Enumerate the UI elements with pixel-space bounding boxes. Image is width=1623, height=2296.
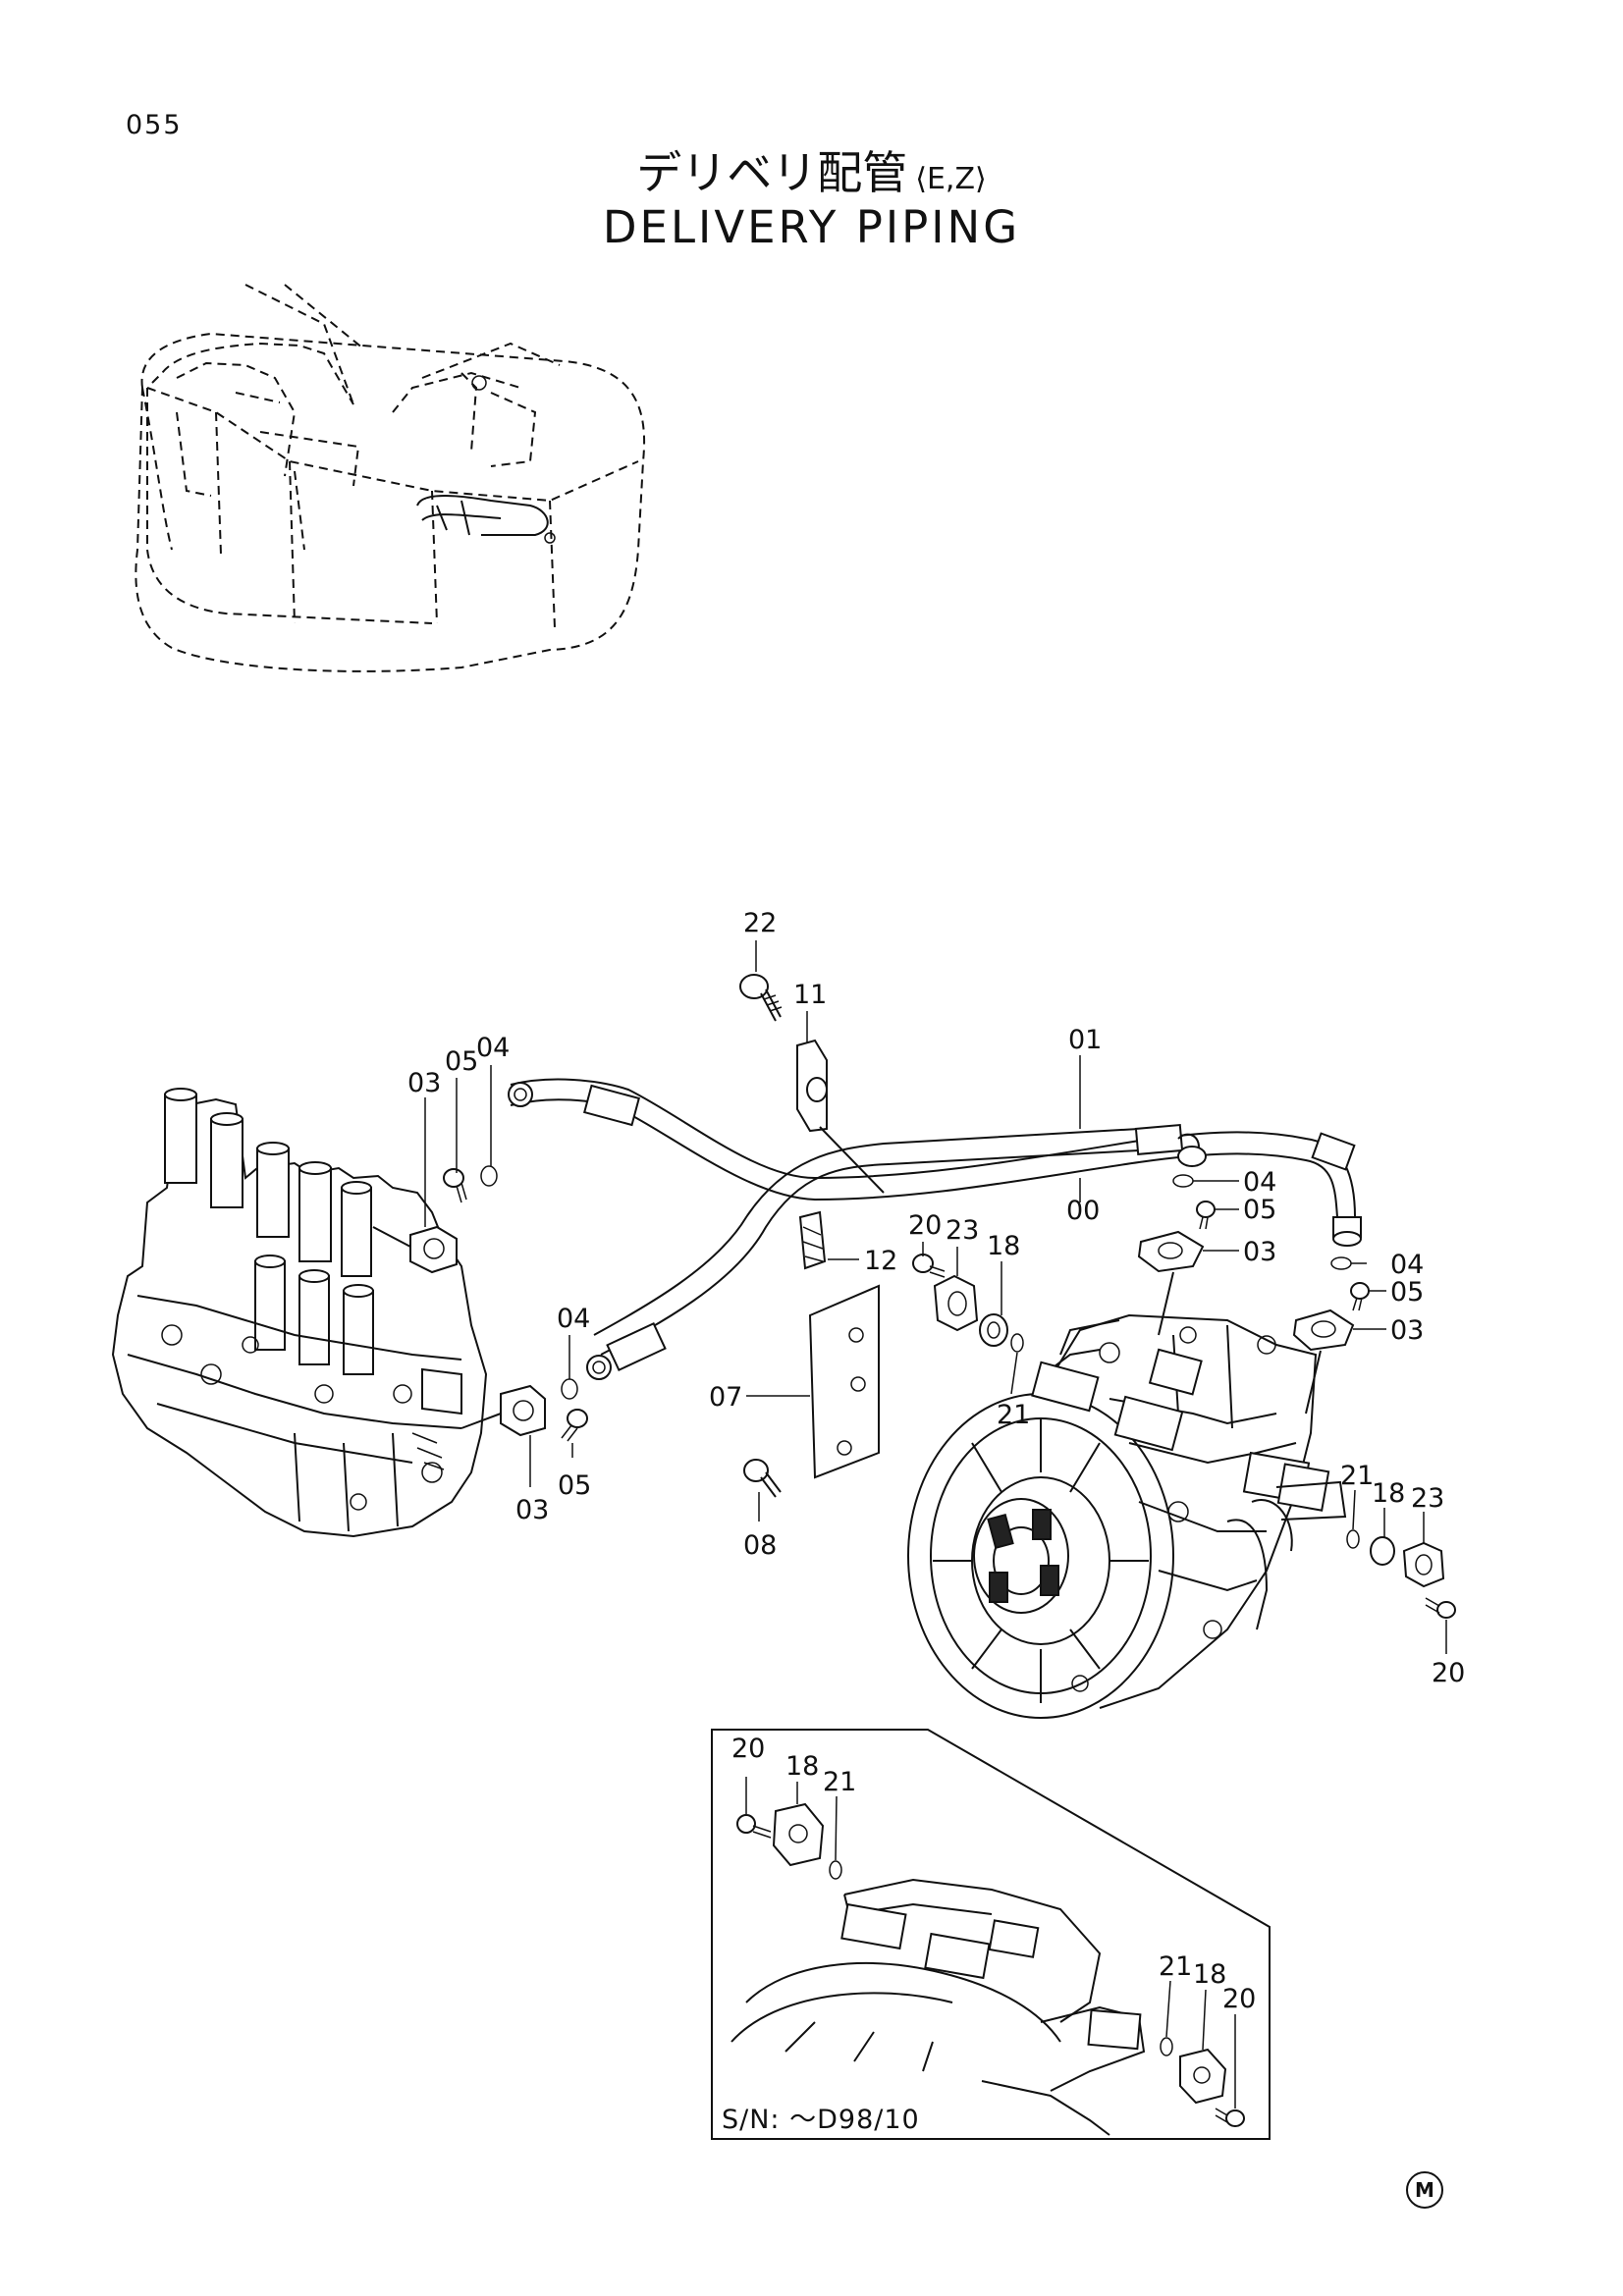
label-03-left-bottom: 03	[515, 1495, 549, 1525]
inset-label-20-a: 20	[731, 1734, 765, 1764]
label-03-right-b: 03	[1390, 1315, 1424, 1346]
label-18-mid: 18	[987, 1231, 1020, 1261]
hydraulic-pump-illustration	[907, 1313, 1347, 1719]
label-04-left-bottom: 04	[557, 1304, 590, 1334]
inset-label-21-a: 21	[823, 1767, 856, 1797]
label-11: 11	[793, 980, 827, 1010]
flange-03-left-bottom	[500, 1384, 546, 1437]
label-03-left-top: 03	[407, 1068, 441, 1098]
leader-lines	[424, 940, 1447, 1654]
page-title-japanese: デリベリ配管⟨E,Z⟩	[0, 137, 1623, 202]
inset-label-18-b: 18	[1193, 1959, 1226, 1990]
excavator-overview-illustration	[135, 284, 646, 672]
label-05-left-top: 05	[445, 1046, 478, 1077]
flange-03-left-top	[409, 1225, 458, 1274]
flange-23-mid	[933, 1274, 979, 1332]
label-00: 00	[1066, 1196, 1100, 1226]
label-04-left-top: 04	[476, 1033, 510, 1063]
hardware-parts	[372, 974, 1456, 1619]
label-21-right: 21	[1340, 1461, 1374, 1491]
flange-03-right-a	[1137, 1230, 1205, 1273]
label-05-right-b: 05	[1390, 1277, 1424, 1308]
label-22: 22	[743, 908, 777, 938]
inset-label-20-b: 20	[1222, 1984, 1256, 2014]
label-20-mid: 20	[908, 1210, 942, 1241]
page-number: 055	[126, 110, 183, 140]
label-08: 08	[743, 1530, 777, 1561]
control-valve-illustration	[111, 1088, 488, 1538]
corner-m-mark: M	[1406, 2171, 1443, 2209]
page-title-english: DELIVERY PIPING	[602, 201, 1021, 253]
label-20-right: 20	[1432, 1658, 1465, 1688]
label-05-left-bottom: 05	[558, 1470, 591, 1501]
bracket-07	[808, 1284, 880, 1479]
inset-serial-number: S/N: ～D98/10	[722, 2105, 920, 2135]
bolt-08	[743, 1459, 769, 1482]
label-07: 07	[709, 1382, 742, 1413]
label-21-mid: 21	[997, 1400, 1030, 1430]
adapter-18-mid	[979, 1313, 1008, 1347]
clamp-12	[798, 1210, 827, 1270]
label-04-right-b: 04	[1390, 1250, 1424, 1280]
flange-23-right	[1402, 1541, 1445, 1588]
inset-label-21-b: 21	[1159, 1951, 1192, 1982]
inset-label-18-a: 18	[785, 1751, 819, 1782]
title-jp-suffix: ⟨E,Z⟩	[915, 162, 987, 196]
title-jp-text: デリベリ配管	[636, 146, 908, 199]
label-03-right-a: 03	[1243, 1237, 1276, 1267]
flange-03-right-b	[1292, 1308, 1355, 1352]
label-04-right-a: 04	[1243, 1167, 1276, 1198]
delivery-pipes	[508, 1078, 1362, 1380]
label-01: 01	[1068, 1025, 1102, 1055]
inset-serial-variant	[711, 1729, 1271, 2140]
label-23-mid: 23	[946, 1215, 979, 1246]
label-18-right: 18	[1372, 1478, 1405, 1509]
bolt-22	[739, 974, 769, 999]
label-23-right: 23	[1411, 1483, 1444, 1514]
label-05-right-a: 05	[1243, 1195, 1276, 1225]
label-12: 12	[864, 1246, 897, 1276]
adapter-18-right	[1370, 1536, 1395, 1566]
